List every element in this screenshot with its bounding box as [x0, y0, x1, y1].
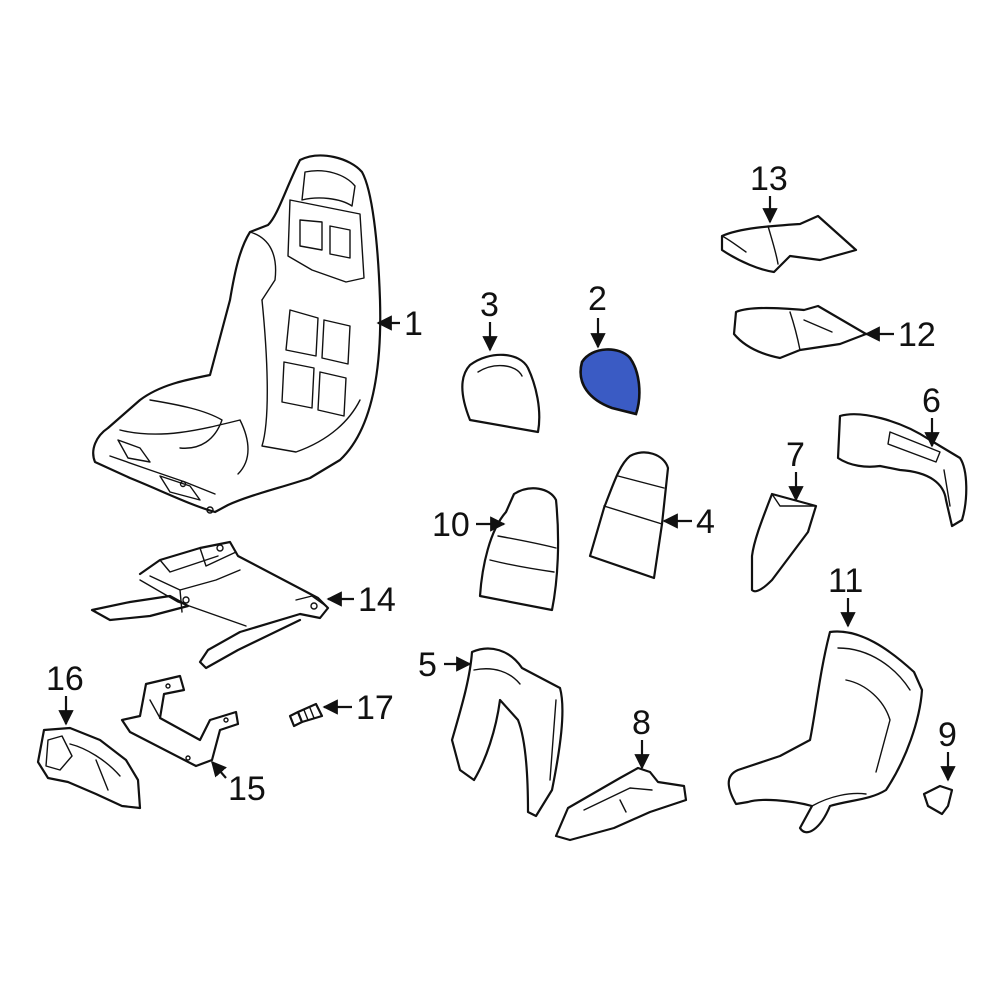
leader-lines [58, 196, 956, 782]
leader-15 [210, 760, 227, 779]
callout-7: 7 [786, 436, 805, 474]
part-8-trim[interactable] [554, 766, 688, 842]
part-2-highlighted-pad[interactable] [579, 348, 641, 416]
callout-9: 9 [938, 716, 957, 754]
part-3-headrest-cover[interactable] [461, 353, 541, 434]
callout-labels: 1 2 3 4 5 6 7 8 9 10 11 12 13 14 15 16 1… [46, 160, 957, 808]
part-5-side-bolster[interactable] [450, 647, 564, 818]
callout-4: 4 [696, 503, 715, 541]
callout-14: 14 [358, 581, 396, 619]
part-11-back-cover[interactable] [727, 630, 924, 834]
callout-16: 16 [46, 660, 84, 698]
part-14-seat-frame[interactable] [90, 540, 330, 670]
callout-10: 10 [432, 506, 470, 544]
part-6-side-trim[interactable] [836, 413, 968, 528]
callout-6: 6 [922, 382, 941, 420]
callout-3: 3 [480, 286, 499, 324]
part-10-back-cushion[interactable] [478, 487, 560, 612]
part-1-seat-assembly[interactable] [92, 154, 382, 514]
part-16-side-cover[interactable] [36, 726, 142, 810]
part-12-cushion-lower[interactable] [732, 304, 868, 360]
part-13-cushion-top[interactable] [720, 214, 858, 274]
callout-2: 2 [588, 280, 607, 318]
callout-8: 8 [632, 704, 651, 742]
callout-17: 17 [356, 689, 394, 727]
callout-1: 1 [404, 305, 423, 343]
callout-5: 5 [418, 646, 437, 684]
callout-11: 11 [828, 562, 863, 600]
part-15-bracket[interactable] [120, 674, 240, 768]
part-7-panel[interactable] [750, 492, 818, 593]
part-9-clip[interactable] [922, 784, 954, 816]
callout-15: 15 [228, 770, 266, 808]
callout-12: 12 [898, 316, 936, 354]
callout-13: 13 [750, 160, 788, 198]
part-4-back-pad[interactable] [588, 451, 670, 580]
part-17-bolt[interactable] [288, 702, 324, 728]
